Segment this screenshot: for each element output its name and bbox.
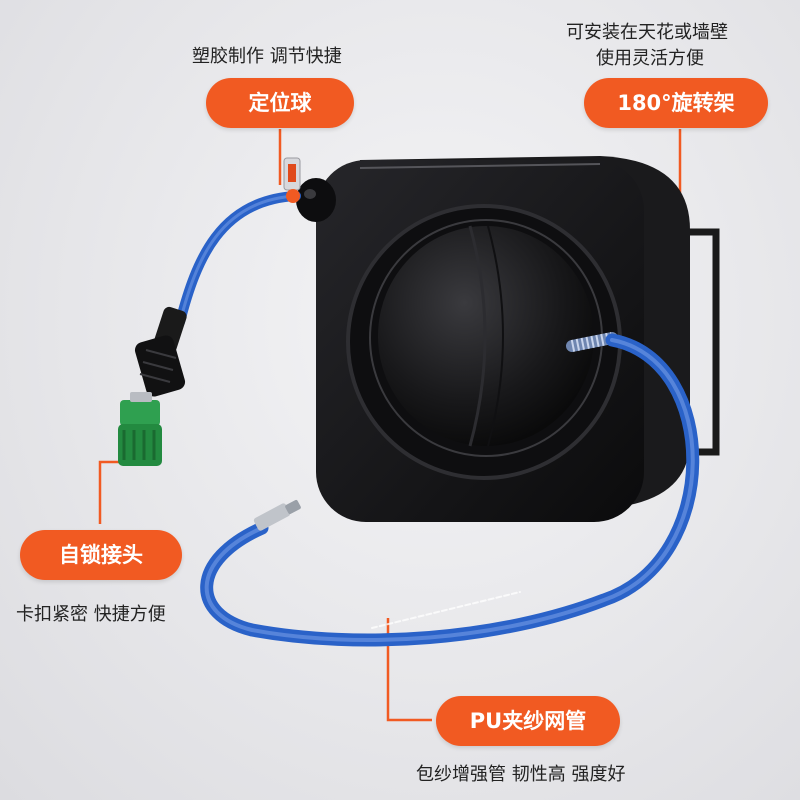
connector-label-badge: 自锁接头 — [20, 530, 182, 580]
mount-description-line2: 使用灵活方便 — [596, 48, 704, 69]
connector-body — [134, 306, 187, 397]
positioning-ball — [296, 178, 336, 222]
leader-line-hose — [386, 618, 432, 722]
ball-label-badge: 定位球 — [206, 78, 354, 128]
quick-coupler — [118, 392, 162, 466]
air-fitting — [253, 500, 301, 531]
ball-description: 塑胶制作 调节快捷 — [192, 46, 342, 67]
connector-description: 卡扣紧密 快捷方便 — [16, 604, 166, 625]
hose-reel — [296, 156, 720, 522]
hose-label-badge: PU夹纱网管 — [436, 696, 620, 746]
hose-assembly — [175, 191, 700, 647]
hose-description: 包纱增强管 韧性高 强度好 — [416, 764, 626, 785]
ball-stop — [283, 157, 301, 203]
mount-label-badge: 180°旋转架 — [584, 78, 768, 128]
leader-line-connector — [98, 460, 122, 524]
mount-description-line1: 可安装在天花或墙壁 — [566, 22, 728, 43]
